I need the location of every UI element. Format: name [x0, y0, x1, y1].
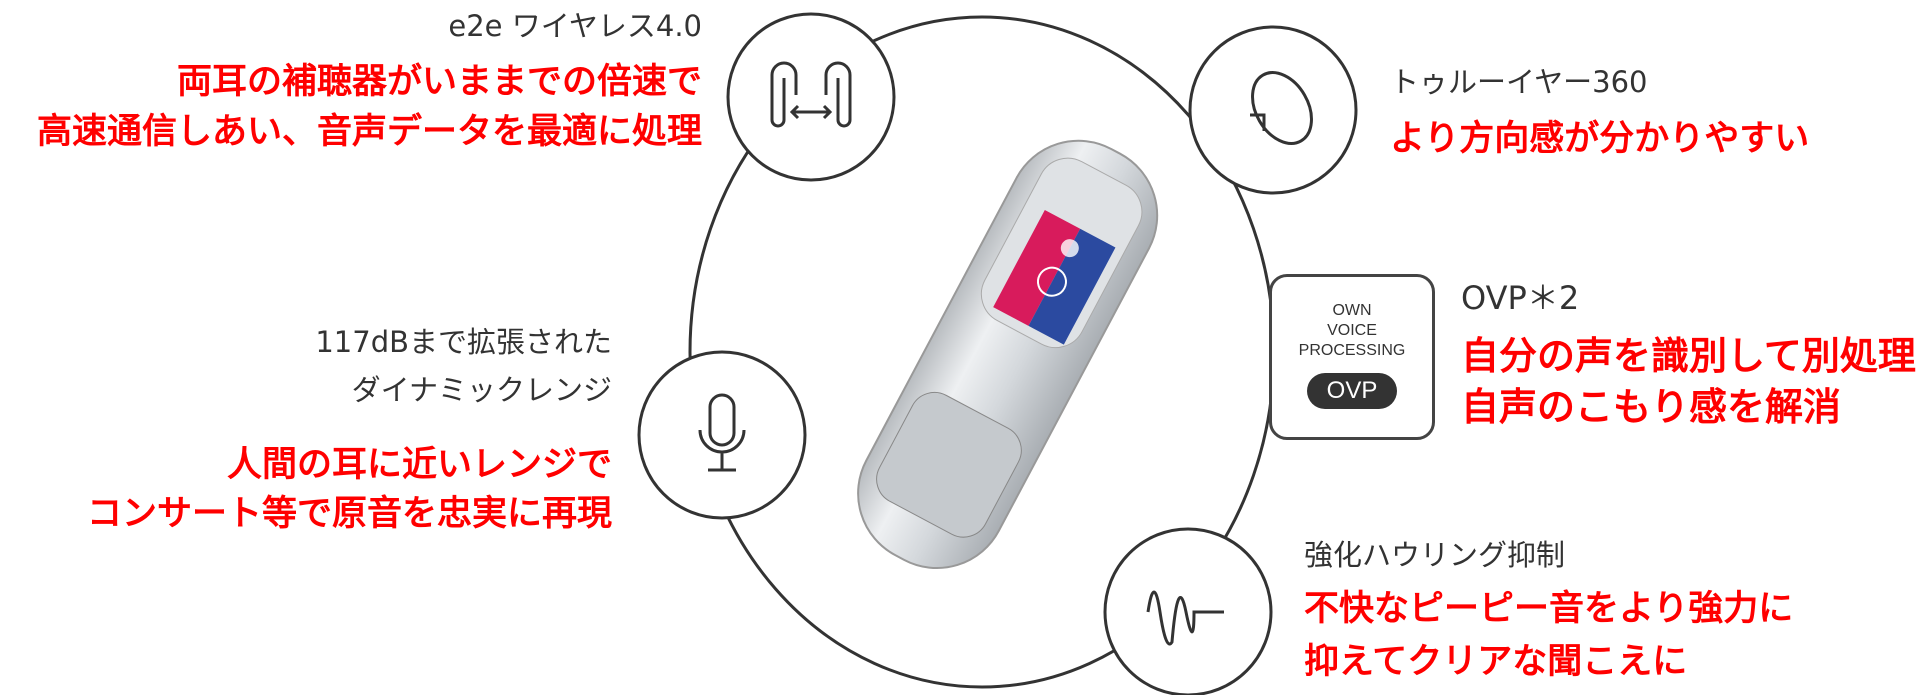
range-desc: コンサート等で原音を忠実に再現	[86, 494, 612, 534]
ovp-badge: OWN VOICE PROCESSING OVP	[1269, 274, 1435, 440]
microphone-icon	[637, 350, 807, 520]
range-title: 117dBまで拡張された	[315, 325, 612, 359]
feedback-desc: 不快なピーピー音をより強力に	[1304, 589, 1794, 629]
e2e-desc: 高速通信しあい、音声データを最適に処理	[36, 112, 702, 152]
trueear-desc: より方向感が分かりやすい	[1390, 119, 1810, 159]
ovp-badge-line: VOICE	[1327, 322, 1377, 339]
ovp-badge-line: OWN	[1332, 302, 1372, 319]
trueear-title: トゥルーイヤー360	[1390, 65, 1648, 99]
range-title: ダイナミックレンジ	[351, 373, 612, 407]
ovp-desc: 自分の声を識別して別処理	[1461, 334, 1916, 378]
ear-icon	[1188, 25, 1358, 195]
feedback-title: 強化ハウリング抑制	[1304, 538, 1566, 572]
ovp-badge-pill: OVP	[1306, 373, 1398, 409]
ovp-desc: 自声のこもり感を解消	[1461, 385, 1842, 429]
range-desc: 人間の耳に近いレンジで	[226, 445, 612, 485]
hearing-aid-image	[857, 139, 1159, 570]
ears-link-icon	[726, 12, 896, 182]
ovp-badge-line: PROCESSING	[1298, 342, 1406, 359]
e2e-title: e2e ワイヤレス4.0	[448, 9, 702, 43]
e2e-desc: 両耳の補聴器がいままでの倍速で	[176, 62, 702, 102]
feedback-desc: 抑えてクリアな聞こえに	[1304, 642, 1688, 682]
waveform-icon	[1103, 527, 1273, 695]
ovp-title: OVP＊2	[1461, 279, 1580, 317]
